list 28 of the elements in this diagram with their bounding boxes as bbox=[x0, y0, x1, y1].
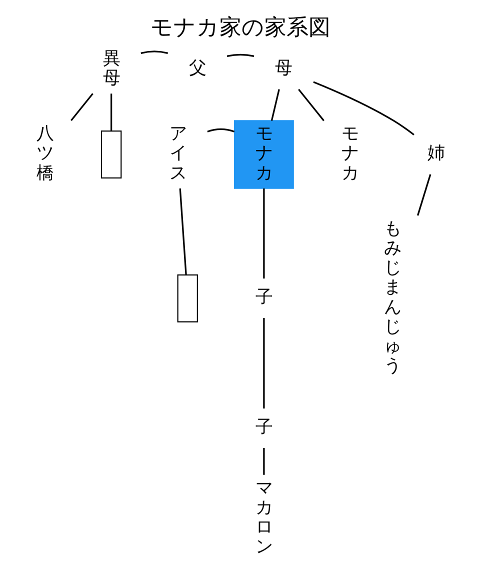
connector bbox=[416, 174, 431, 216]
node-text: 子 bbox=[254, 288, 272, 308]
connector bbox=[140, 50, 168, 54]
diagram-title: モナカ家の家系図 bbox=[150, 16, 330, 41]
node-text: 父 bbox=[188, 58, 206, 79]
connector bbox=[262, 318, 264, 408]
node-text: 姉 bbox=[427, 144, 444, 164]
node-text: 母 bbox=[274, 58, 292, 79]
connector bbox=[206, 128, 234, 132]
node-text: もみじまんじゅう bbox=[384, 218, 401, 376]
node-box bbox=[176, 274, 198, 322]
connector bbox=[270, 89, 280, 121]
connector bbox=[298, 88, 324, 122]
node-text: モナカ bbox=[341, 124, 358, 184]
node-text: アイス bbox=[168, 124, 186, 184]
connector bbox=[312, 81, 414, 136]
node-text: マカロン bbox=[254, 478, 272, 558]
connector bbox=[70, 93, 93, 122]
node-text: 八ツ橋 bbox=[36, 124, 53, 184]
node-box: モナカ bbox=[233, 120, 294, 189]
node-text: 子 bbox=[254, 417, 272, 438]
connector bbox=[110, 94, 112, 132]
connector bbox=[178, 188, 186, 275]
connector bbox=[226, 54, 254, 57]
node-text: 異母 bbox=[102, 48, 120, 88]
connector bbox=[262, 188, 264, 279]
connector bbox=[262, 448, 264, 475]
node-box bbox=[100, 130, 122, 178]
